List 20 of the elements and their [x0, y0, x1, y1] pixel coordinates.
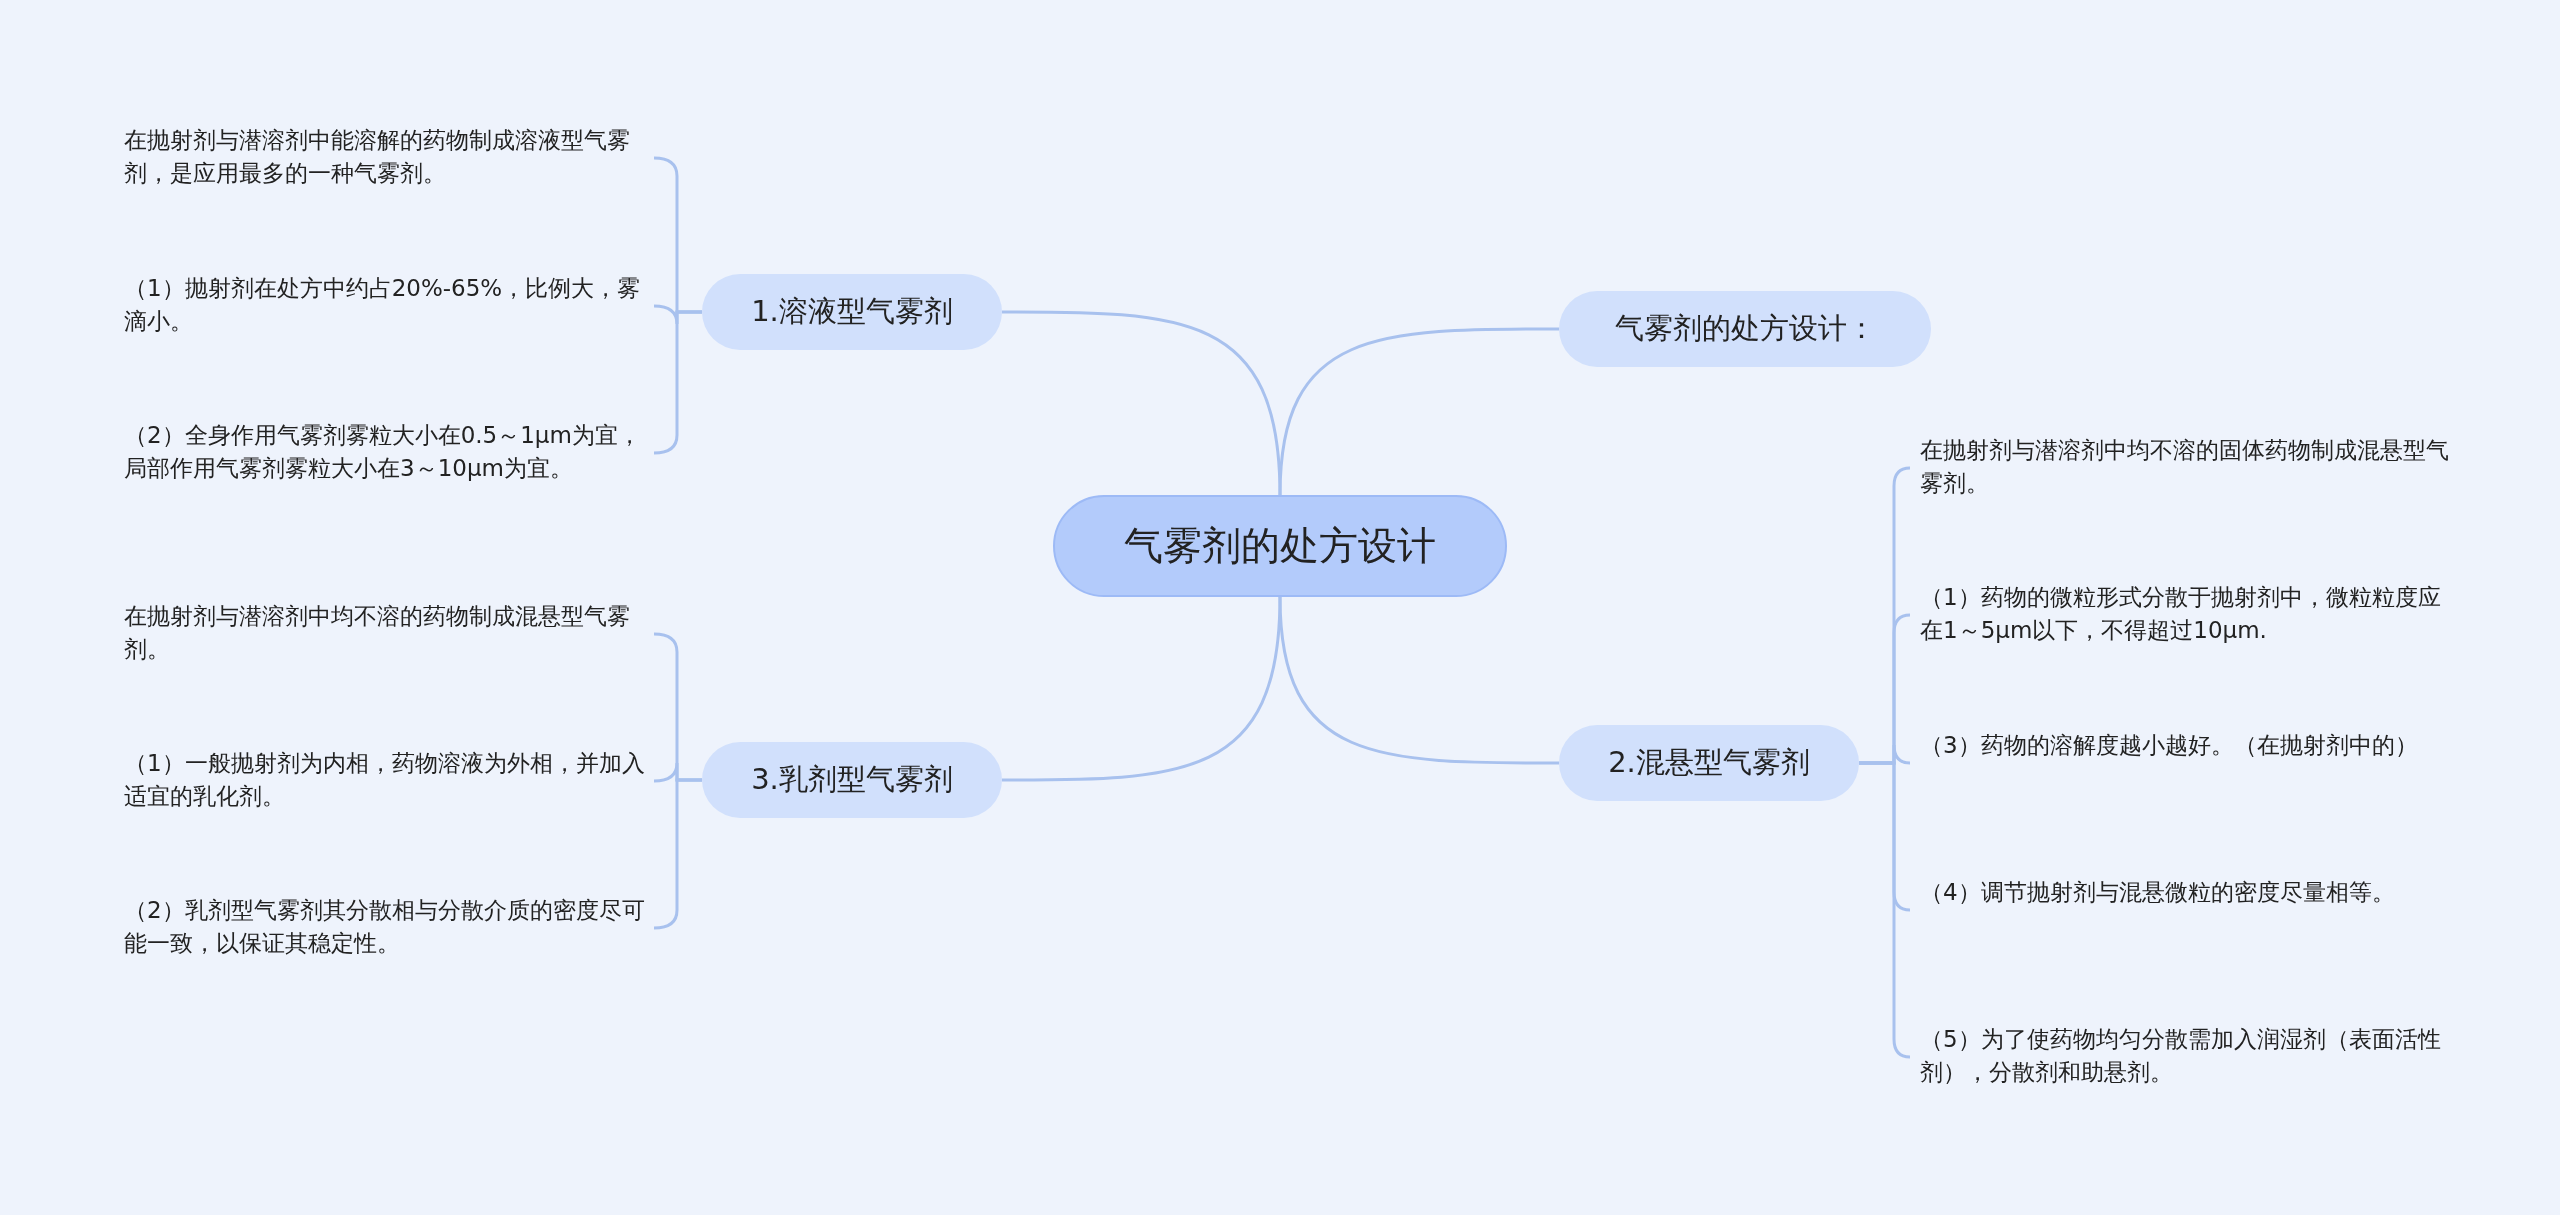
note-text: （4）调节抛射剂与混悬微粒的密度尽量相等。 — [1920, 876, 2450, 944]
note-text: （3）药物的溶解度越小越好。（在抛射剂中的） — [1920, 729, 2450, 797]
note-text: （2）全身作用气雾剂雾粒大小在0.5～1μm为宜，局部作用气雾剂雾粒大小在3～10μm为宜。 — [124, 419, 654, 519]
topic-bubble: 气雾剂的处方设计： — [1559, 291, 1931, 367]
topic-bubble: 1.溶液型气雾剂 — [702, 274, 1002, 350]
note-text: 在抛射剂与潜溶剂中均不溶的药物制成混悬型气雾剂。 — [124, 600, 654, 668]
connector-line — [1278, 596, 1559, 765]
note-text: （1）药物的微粒形式分散于抛射剂中，微粒粒度应在1～5μm以下，不得超过10μm. — [1920, 581, 2450, 649]
connector-line — [1278, 327, 1559, 496]
note-text: 在抛射剂与潜溶剂中能溶解的药物制成溶液型气雾剂，是应用最多的一种气雾剂。 — [124, 124, 654, 192]
note-text: （5）为了使药物均匀分散需加入润湿剂（表面活性剂），分散剂和助悬剂。 — [1920, 1023, 2450, 1091]
topic-bubble: 3.乳剂型气雾剂 — [702, 742, 1002, 818]
note-text: （1）一般抛射剂为内相，药物溶液为外相，并加入适宜的乳化剂。 — [124, 747, 654, 815]
note-text: （2）乳剂型气雾剂其分散相与分散介质的密度尽可能一致，以保证其稳定性。 — [124, 894, 654, 962]
note-text: （1）抛射剂在处方中约占20%-65%，比例大，雾滴小。 — [124, 272, 654, 340]
connector-line — [1002, 596, 1282, 782]
connector-line — [1002, 310, 1282, 496]
note-text: 在抛射剂与潜溶剂中均不溶的固体药物制成混悬型气雾剂。 — [1920, 434, 2450, 502]
topic-bubble: 2.混悬型气雾剂 — [1559, 725, 1859, 801]
central-topic: 气雾剂的处方设计 — [1053, 495, 1507, 597]
